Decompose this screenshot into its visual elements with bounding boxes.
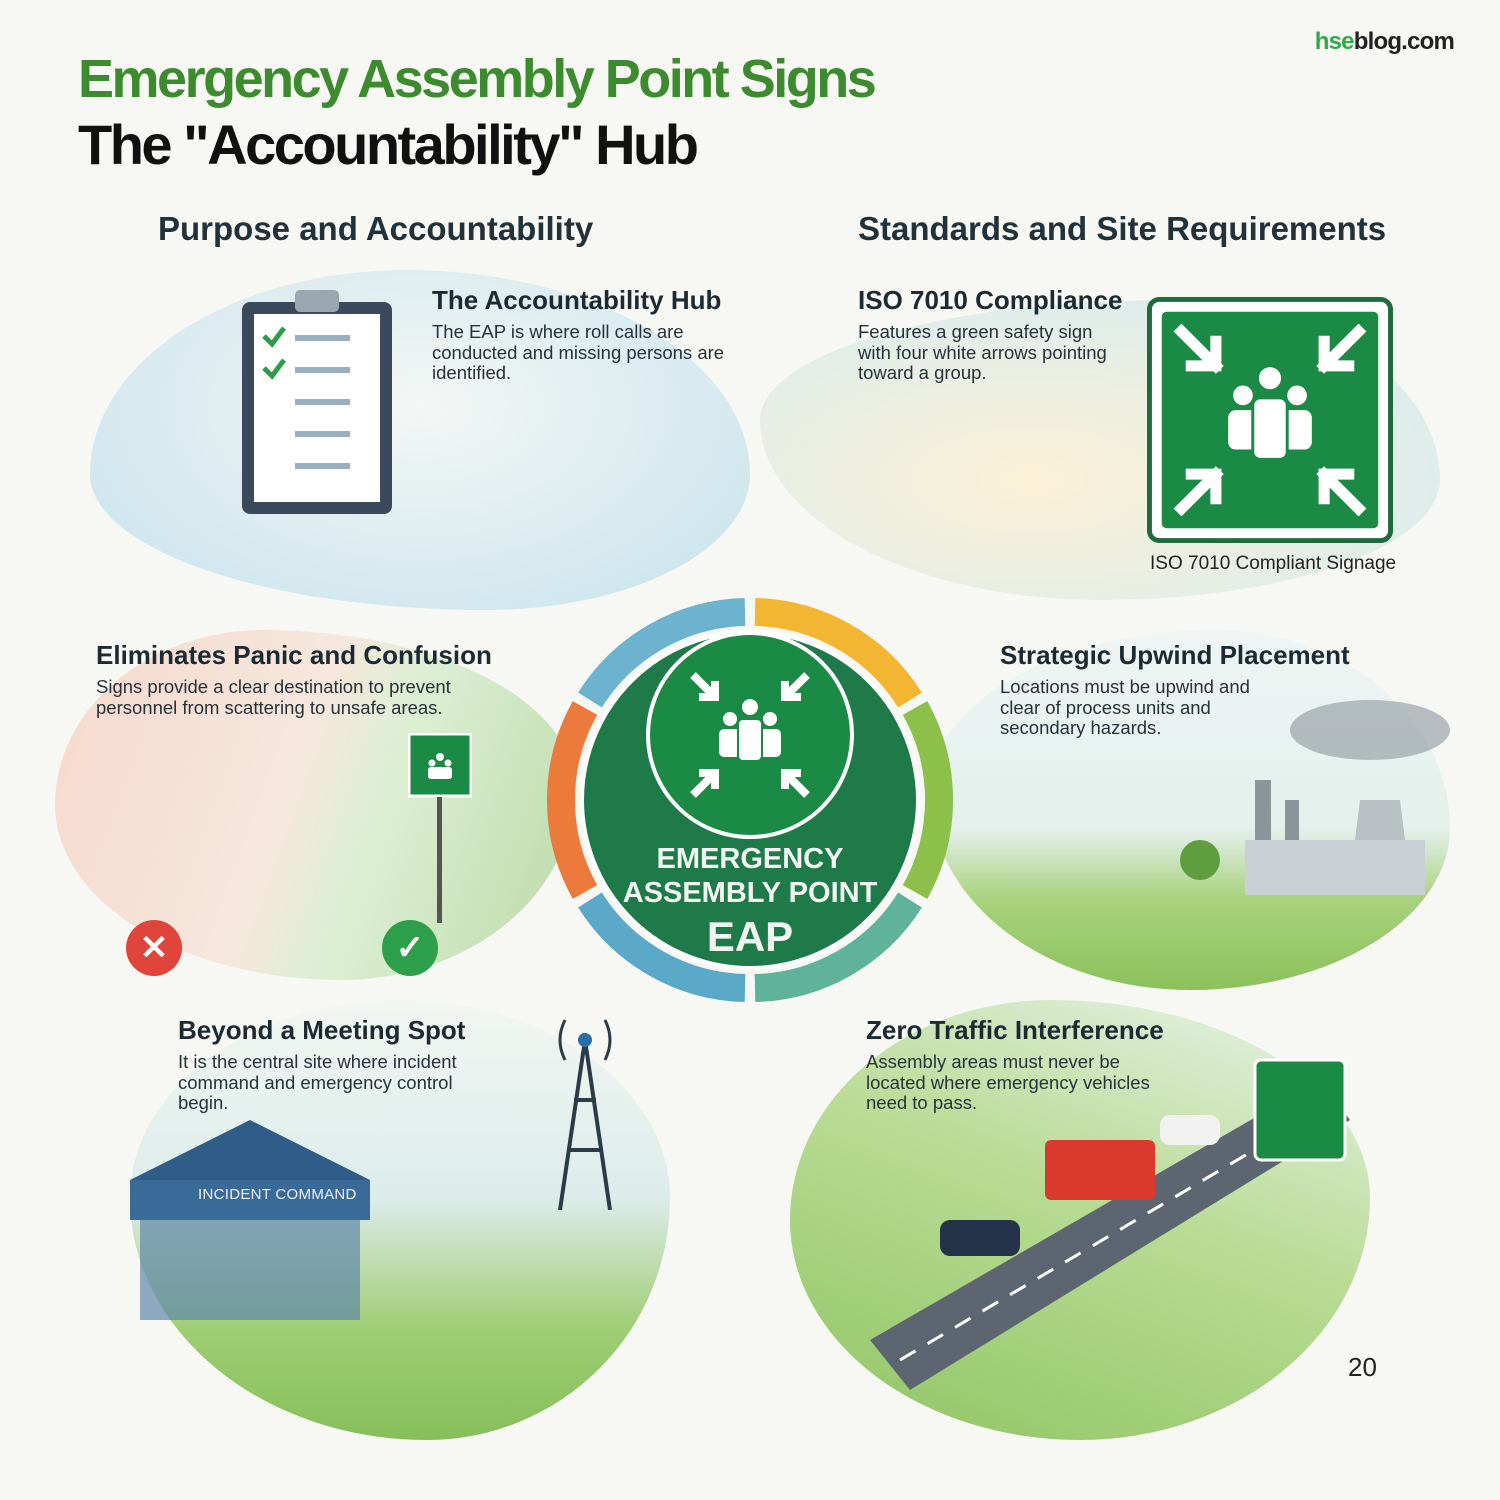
brand-part1: hse [1314,28,1355,55]
ring-segment-blue-top [578,598,746,708]
small-assembly-sign-icon [408,733,472,923]
center-people-icon [719,699,781,762]
brand-logo: hseblog.com [1314,28,1455,56]
page-title: Emergency Assembly Point Signs [78,49,877,109]
card-body: Locations must be upwind and clear of pr… [1000,676,1250,738]
card-title: Eliminates Panic and Confusion [96,640,492,670]
arrows-icon [1173,323,1367,517]
card-body: Features a green safety sign with four w… [858,321,1107,383]
card-title: Beyond a Meeting Spot [178,1015,466,1045]
ring-segment-blue-bottom [578,892,746,1002]
ring-segment-lime [902,701,953,899]
center-ring [547,598,953,1002]
card-body: The EAP is where roll calls are conducte… [432,321,725,383]
card-accountability-hub: The Accountability Hub The EAP is where … [432,285,732,384]
center-line1: EMERGENCY [656,843,844,875]
iso-7010-assembly-sign [1147,297,1393,543]
people-group-icon [1228,367,1312,461]
card-zero-traffic: Zero Traffic Interference Assembly areas… [866,1015,1166,1114]
factory-illustration [1180,700,1450,895]
car-icon [1160,1115,1220,1145]
iso-sign-caption: ISO 7010 Compliant Signage [1150,553,1397,574]
card-body: Signs provide a clear destination to pre… [96,676,451,718]
ring-segment-yellow [754,598,922,708]
radio-tower-icon [558,1019,612,1210]
fire-truck-icon [1045,1140,1155,1200]
card-title: Zero Traffic Interference [866,1015,1164,1045]
page-number: 20 [1348,1352,1377,1382]
road-illustration [870,1058,1350,1390]
tent-illustration [130,1120,370,1320]
center-arrows-icon [690,672,810,798]
clipboard-checklist-icon [242,290,392,514]
wrong-x-icon: ✕ [126,920,182,976]
brand-part2: blog.com [1353,28,1455,55]
roadside-sign-icon [1253,1058,1347,1162]
card-body: It is the central site where incident co… [178,1051,457,1113]
card-title: Strategic Upwind Placement [1000,640,1350,670]
card-upwind-placement: Strategic Upwind Placement Locations mus… [1000,640,1350,739]
center-label-group: EMERGENCY ASSEMBLY POINT EAP [545,843,955,973]
card-eliminates-panic: Eliminates Panic and Confusion Signs pro… [96,640,492,718]
card-body: Assembly areas must never be located whe… [866,1051,1150,1113]
card-title: ISO 7010 Compliance [858,285,1123,315]
police-car-icon [940,1220,1020,1256]
card-iso-compliance: ISO 7010 Compliance Features a green saf… [858,285,1123,384]
card-title: The Accountability Hub [432,285,722,315]
ring-segment-orange [547,701,598,899]
section-heading-right: Standards and Site Requirements [858,210,1387,247]
smoke-icon [1290,700,1450,760]
tent-label: INCIDENT COMMAND [198,1186,357,1203]
section-heading-left: Purpose and Accountability [158,210,594,247]
card-beyond-meeting-spot: Beyond a Meeting Spot It is the central … [178,1015,478,1114]
center-line2: ASSEMBLY POINT [622,877,878,909]
correct-check-icon: ✓ [382,920,438,976]
page-subtitle: The "Accountability" Hub [78,113,699,176]
center-abbr: EAP [706,913,794,960]
ring-segment-teal [754,892,922,1002]
panel-accountability-bg [90,270,750,610]
